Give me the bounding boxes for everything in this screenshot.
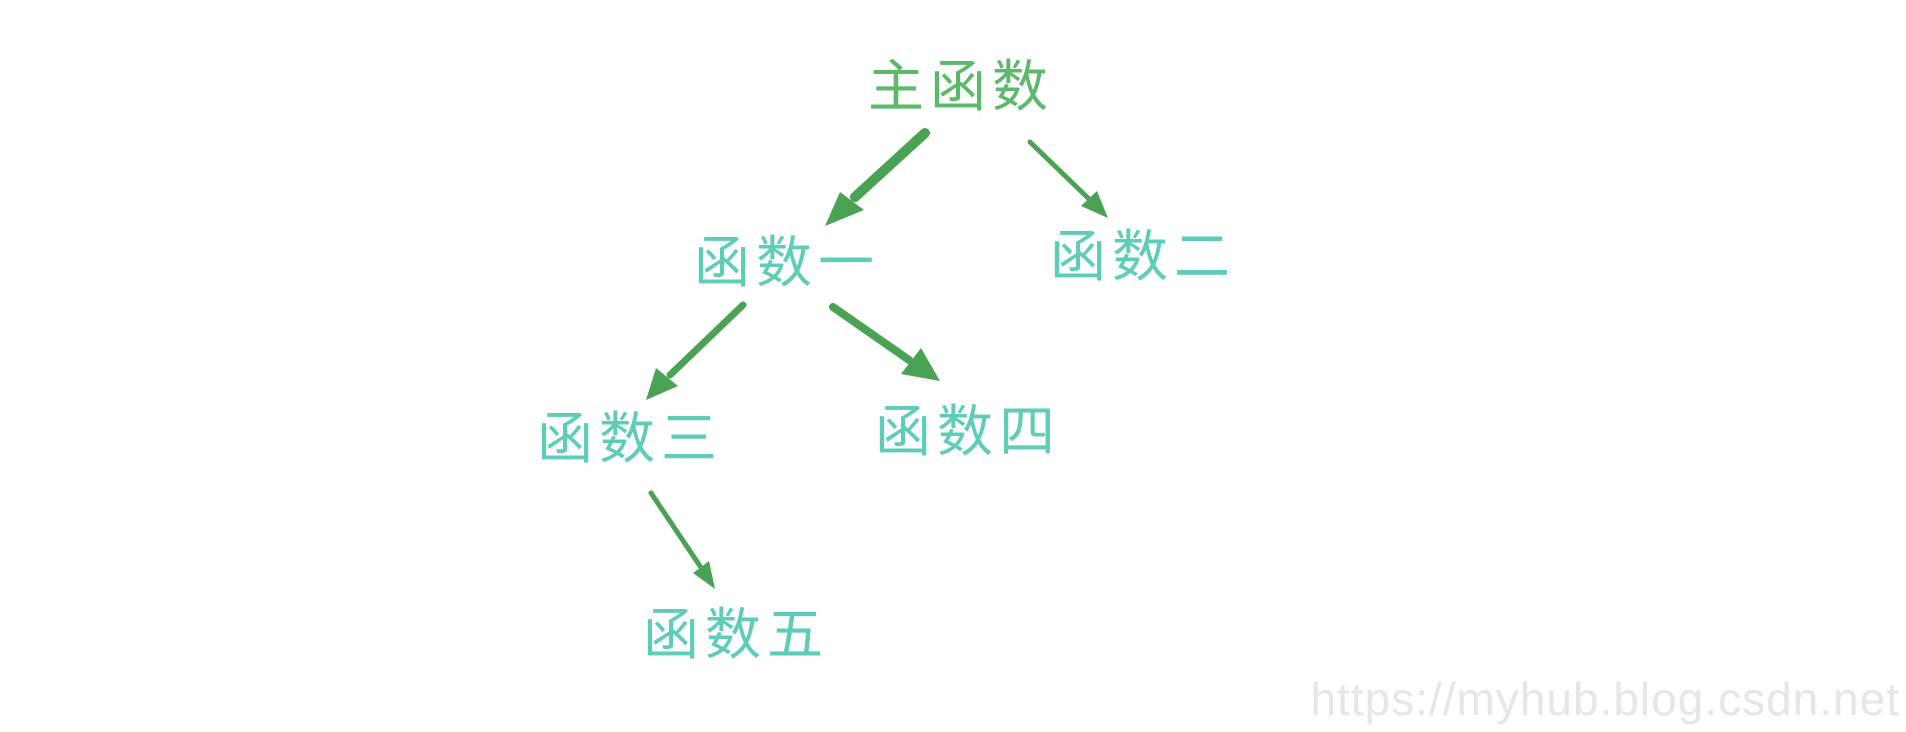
node-main-function: 主函数 <box>868 55 1054 120</box>
node-function-five: 函数五 <box>643 603 829 668</box>
arrow-main-to-f1 <box>825 128 930 226</box>
node-function-four: 函数四 <box>875 400 1061 465</box>
arrow-f1-to-f4 <box>829 303 940 381</box>
arrow-main-to-f2 <box>1027 139 1108 218</box>
arrow-f3-to-f5 <box>648 490 715 589</box>
node-function-three: 函数三 <box>537 407 723 472</box>
watermark-text: https://myhub.blog.csdn.net <box>1310 673 1900 725</box>
arrow-f1-to-f3 <box>646 301 747 400</box>
node-function-one: 函数一 <box>694 231 880 296</box>
node-function-two: 函数二 <box>1050 225 1236 290</box>
